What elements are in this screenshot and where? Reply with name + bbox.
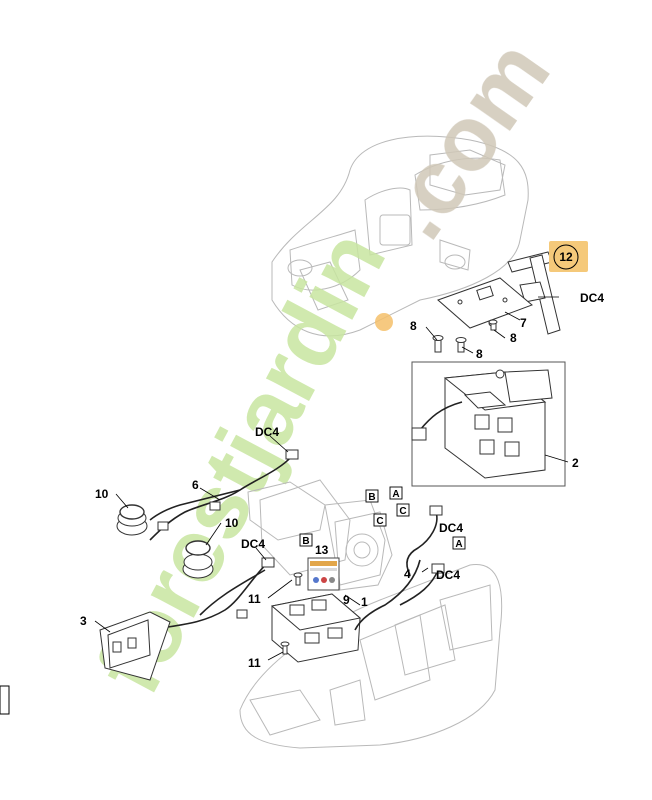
connector-label: DC4 [241, 537, 265, 551]
housing-top-outline [271, 135, 529, 337]
svg-text:A: A [392, 489, 399, 500]
letter-box: C [373, 513, 387, 527]
control-module-part[interactable] [411, 369, 553, 479]
letter-box: B [365, 489, 379, 503]
screw-part[interactable] [293, 572, 303, 586]
callout-1: 1 [361, 595, 368, 609]
callout-6: 6 [192, 478, 199, 492]
callout-2: 2 [572, 456, 579, 470]
letter-box: B [299, 533, 313, 547]
letter-box: A [452, 536, 466, 550]
warning-label-part[interactable] [307, 557, 340, 591]
screw-part[interactable] [280, 641, 290, 655]
bolt-part[interactable] [455, 337, 467, 353]
callout-12: 12 [559, 250, 573, 264]
callout-10: 10 [225, 516, 239, 530]
callout-9: 9 [343, 593, 350, 607]
wire-harness-4[interactable] [354, 505, 445, 631]
callout-11: 11 [248, 592, 261, 606]
callout-10: 10 [95, 487, 109, 501]
callout-8: 8 [410, 319, 417, 333]
callout-8: 8 [510, 331, 517, 345]
svg-text:A: A [455, 539, 462, 550]
wire-harness-bottom[interactable] [149, 557, 275, 631]
svg-text:B: B [302, 536, 309, 547]
page-edge-marker [0, 685, 10, 715]
wire-harness-6[interactable] [149, 449, 299, 541]
letter-box: C [396, 503, 410, 517]
callout-4: 4 [404, 567, 411, 581]
callout-13: 13 [315, 543, 329, 557]
sensor-left-part[interactable] [116, 504, 148, 536]
bolt-part[interactable] [432, 335, 444, 353]
svg-text:C: C [376, 516, 383, 527]
connector-label: DC4 [580, 291, 604, 305]
svg-text:C: C [399, 506, 406, 517]
leader-lines [94, 296, 569, 661]
main-module-part[interactable] [270, 593, 362, 663]
connector-label: DC4 [255, 425, 279, 439]
connector-label: DC4 [436, 568, 460, 582]
bolt-part[interactable] [488, 319, 498, 331]
sensor-right-part[interactable] [182, 540, 214, 579]
callout-3: 3 [80, 614, 87, 628]
svg-text:B: B [368, 492, 375, 503]
circuit-board-part[interactable] [437, 277, 533, 329]
callout-8: 8 [476, 347, 483, 361]
callout-12-circle[interactable] [553, 244, 579, 270]
callout-7: 7 [520, 316, 527, 330]
bracket-part[interactable] [99, 611, 171, 681]
connector-label: DC4 [439, 521, 463, 535]
letter-box: A [389, 486, 403, 500]
callout-11: 11 [248, 656, 261, 670]
watermark-orange-dot [375, 313, 393, 331]
